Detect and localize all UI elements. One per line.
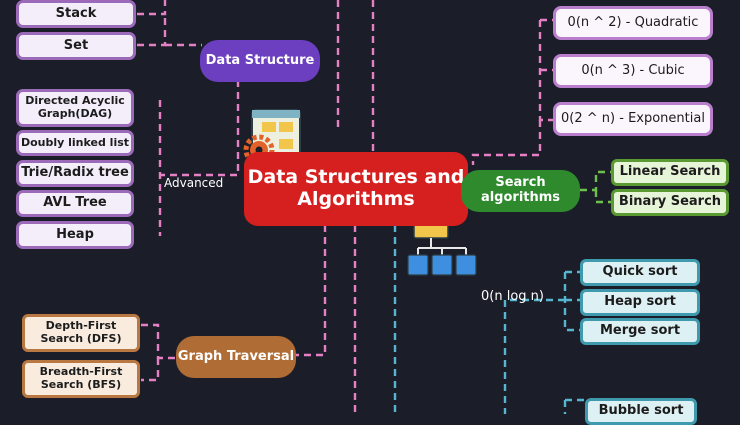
binary-search-node[interactable]: Binary Search: [611, 189, 729, 216]
cubic-complexity-label: 0(n ^ 3) - Cubic: [581, 62, 685, 78]
dfs-label: Depth-First Search (DFS): [40, 319, 122, 345]
dfs-node[interactable]: Depth-First Search (DFS): [22, 314, 140, 352]
data-structure-node[interactable]: Data Structure: [200, 40, 320, 82]
quadratic-complexity-label: 0(n ^ 2) - Quadratic: [567, 14, 699, 30]
linear-search-label: Linear Search: [619, 164, 721, 180]
bfs-node[interactable]: Breadth-First Search (BFS): [22, 360, 140, 398]
set-label: Set: [63, 37, 89, 53]
quick-sort-node[interactable]: Quick sort: [580, 259, 700, 286]
quadratic-complexity-node[interactable]: 0(n ^ 2) - Quadratic: [553, 6, 713, 40]
bfs-label: Breadth-First Search (BFS): [39, 365, 123, 391]
quick-sort-label: Quick sort: [602, 264, 678, 280]
avl-tree-node[interactable]: AVL Tree: [16, 190, 134, 217]
dag-label: Directed Acyclic Graph(DAG): [25, 94, 125, 120]
heap-sort-node[interactable]: Heap sort: [580, 289, 700, 316]
search-algorithms-label: Search algorithms: [480, 175, 561, 205]
graph-traversal-label: Graph Traversal: [177, 348, 295, 364]
exponential-complexity-node[interactable]: 0(2 ^ n) - Exponential: [553, 102, 713, 136]
central-topic-title: Data Structures and Algorithms: [247, 166, 465, 210]
merge-sort-node[interactable]: Merge sort: [580, 318, 700, 345]
graph-traversal-node[interactable]: Graph Traversal: [176, 336, 296, 378]
heap-label: Heap: [56, 226, 94, 242]
trie-radix-tree-label: Trie/Radix tree: [21, 165, 129, 181]
heap-node[interactable]: Heap: [16, 221, 134, 249]
bubble-sort-label: Bubble sort: [598, 403, 684, 418]
search-algorithms-node[interactable]: Search algorithms: [461, 170, 580, 212]
dag-node[interactable]: Directed Acyclic Graph(DAG): [16, 89, 134, 127]
stack-node[interactable]: Stack: [16, 0, 136, 28]
trie-radix-tree-node[interactable]: Trie/Radix tree: [16, 160, 134, 187]
n-log-n-label: 0(n log n): [481, 289, 544, 304]
bubble-sort-node[interactable]: Bubble sort: [585, 398, 697, 425]
advanced-label: Advanced: [164, 176, 224, 190]
doubly-linked-list-label: Doubly linked list: [20, 135, 130, 149]
binary-search-label: Binary Search: [618, 194, 722, 210]
cubic-complexity-node[interactable]: 0(n ^ 3) - Cubic: [553, 54, 713, 88]
avl-tree-label: AVL Tree: [43, 195, 107, 211]
data-structure-label: Data Structure: [205, 52, 315, 68]
merge-sort-label: Merge sort: [599, 323, 681, 339]
heap-sort-label: Heap sort: [604, 294, 676, 310]
stack-label: Stack: [55, 5, 97, 21]
set-node[interactable]: Set: [16, 32, 136, 60]
linear-search-node[interactable]: Linear Search: [611, 159, 729, 186]
exponential-complexity-label: 0(2 ^ n) - Exponential: [561, 110, 705, 126]
doubly-linked-list-node[interactable]: Doubly linked list: [16, 130, 134, 156]
central-topic-node[interactable]: Data Structures and Algorithms: [244, 152, 468, 226]
